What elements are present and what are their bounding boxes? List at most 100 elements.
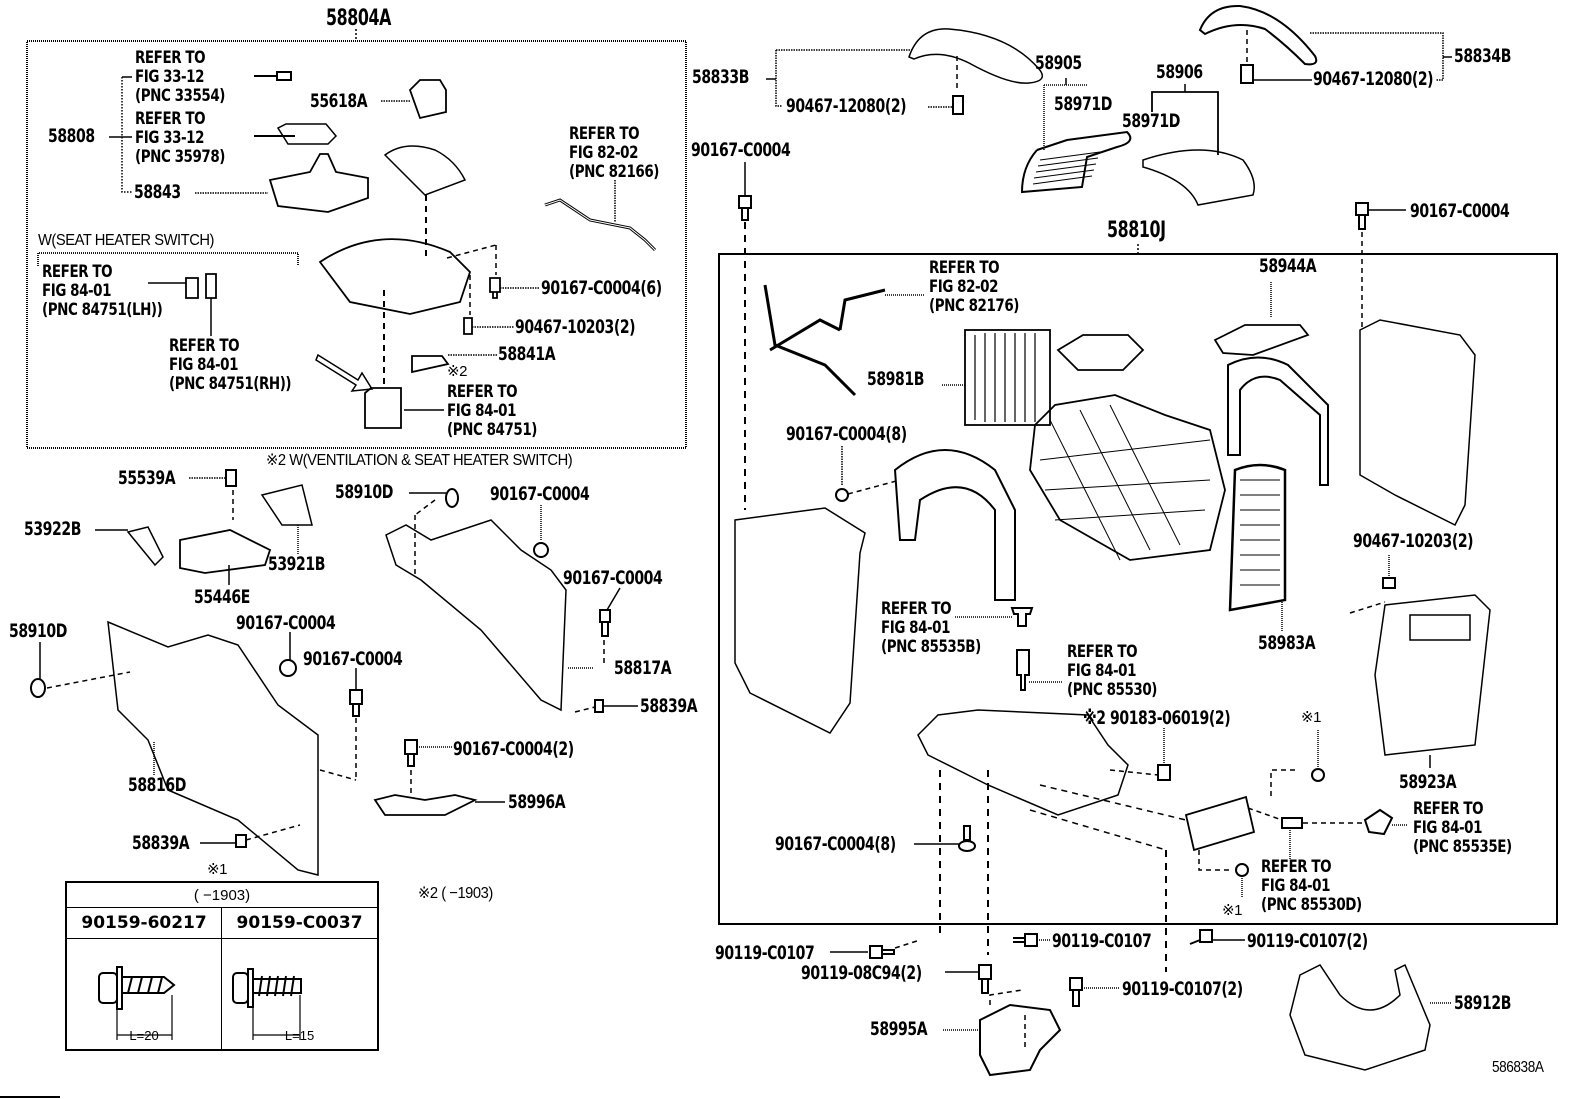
refer-line: REFER TO — [447, 382, 518, 402]
refer-fig-82-02-pnc-82166[interactable]: REFER TO FIG 82-02 (PNC 82166) — [569, 125, 659, 182]
refer-line: REFER TO — [135, 109, 206, 129]
screw-label-90119-08C94-2[interactable]: 90119-08C94(2) — [801, 962, 922, 984]
part-label-58912B[interactable]: 58912B — [1454, 992, 1511, 1014]
refer-fig-33-12-pnc-33554[interactable]: REFER TO FIG 33-12 (PNC 33554) — [135, 49, 225, 106]
refer-fig: FIG 33-12 — [135, 67, 205, 87]
refer-fig-84-01-pnc-84751[interactable]: REFER TO FIG 84-01 (PNC 84751) — [447, 383, 537, 440]
part-label-58981B[interactable]: 58981B — [867, 368, 924, 390]
part-label-58983A[interactable]: 58983A — [1258, 632, 1316, 654]
bolt-label-90167-C0004-6[interactable]: 90167-C0004(6) — [541, 277, 662, 299]
bolt-label-90167-C0004[interactable]: 90167-C0004 — [236, 612, 336, 634]
part-label-58808[interactable]: 58808 — [48, 125, 95, 147]
screw-label-90119-C0107[interactable]: 90119-C0107 — [1052, 930, 1152, 952]
refer-line: REFER TO — [881, 599, 952, 619]
refer-fig-84-01-pnc-84751-rh[interactable]: REFER TO FIG 84-01 (PNC 84751(RH)) — [169, 336, 292, 394]
refer-line: REFER TO — [569, 124, 640, 144]
part-label-58905[interactable]: 58905 — [1035, 52, 1082, 74]
refer-pnc: (PNC 33554) — [135, 86, 225, 106]
bolt-label-90167-C0004[interactable]: 90167-C0004 — [691, 139, 791, 161]
refer-pnc: (PNC 35978) — [135, 147, 225, 167]
part-label-58944A[interactable]: 58944A — [1259, 255, 1317, 277]
bolt-label-90167-C0004-2[interactable]: 90167-C0004(2) — [453, 738, 574, 760]
refer-fig: FIG 84-01 — [881, 618, 951, 638]
screw-label-90119-C0107-2[interactable]: 90119-C0107(2) — [1122, 978, 1243, 1000]
clip-label-90467-12080-2[interactable]: 90467-12080(2) — [786, 95, 907, 117]
refer-fig-84-01-pnc-85530[interactable]: REFER TO FIG 84-01 (PNC 85530) — [1067, 643, 1157, 700]
refer-fig-84-01-pnc-84751-lh[interactable]: REFER TO FIG 84-01 (PNC 84751(LH)) — [42, 262, 163, 320]
part-label-55446E[interactable]: 55446E — [194, 586, 250, 608]
bolt-label-90167-C0004-8[interactable]: 90167-C0004(8) — [775, 833, 896, 855]
refer-line: REFER TO — [42, 262, 113, 282]
refer-fig: FIG 82-02 — [929, 277, 999, 297]
part-label-58843[interactable]: 58843 — [134, 181, 181, 203]
refer-line: REFER TO — [1261, 857, 1332, 877]
note-2-ventilation-caption: ※2 W(VENTILATION & SEAT HEATER SWITCH) — [266, 452, 573, 469]
part-label-58910D[interactable]: 58910D — [335, 481, 393, 503]
part-label-55618A[interactable]: 55618A — [310, 90, 368, 112]
screw-cell-2: L=15 — [221, 938, 379, 1051]
grille-hatching — [1032, 151, 1101, 185]
refer-fig-84-01-pnc-85530d[interactable]: REFER TO FIG 84-01 (PNC 85530D) — [1261, 858, 1362, 915]
part-label-53922B[interactable]: 53922B — [24, 518, 81, 540]
part-label-58834B[interactable]: 58834B — [1454, 45, 1511, 67]
refer-fig: FIG 84-01 — [1067, 661, 1137, 681]
clip-label-90467-12080-2[interactable]: 90467-12080(2) — [1313, 68, 1434, 90]
screw-part-90159-60217[interactable]: 90159-60217 — [65, 907, 223, 939]
note-2-date-range: ※2 ( −1903) — [418, 885, 493, 902]
part-label-58839A[interactable]: 58839A — [640, 695, 698, 717]
refer-fig-84-01-pnc-85535b[interactable]: REFER TO FIG 84-01 (PNC 85535B) — [881, 600, 981, 657]
refer-pnc: (PNC 85535E) — [1413, 837, 1512, 857]
refer-pnc: (PNC 85530D) — [1261, 895, 1362, 915]
part-label-53921B[interactable]: 53921B — [268, 553, 325, 575]
refer-pnc: (PNC 84751) — [447, 420, 537, 440]
bolt-label-90167-C0004[interactable]: 90167-C0004 — [303, 648, 403, 670]
refer-pnc: (PNC 85530) — [1067, 680, 1157, 700]
refer-fig-33-12-pnc-35978[interactable]: REFER TO FIG 33-12 (PNC 35978) — [135, 110, 225, 167]
screw-part-90159-C0037[interactable]: 90159-C0037 — [221, 907, 379, 939]
part-label-58996A[interactable]: 58996A — [508, 791, 566, 813]
screw-length-1: L=20 — [129, 1028, 159, 1043]
bolt-label-90167-C0004[interactable]: 90167-C0004 — [490, 483, 590, 505]
refer-fig: FIG 84-01 — [169, 355, 239, 375]
part-label-58906[interactable]: 58906 — [1156, 61, 1203, 83]
part-label-55539A[interactable]: 55539A — [118, 467, 176, 489]
screw-cell-1: L=20 — [65, 938, 223, 1051]
bolt-label-90167-C0004-8[interactable]: 90167-C0004(8) — [786, 423, 907, 445]
clip-label-90467-10203-2[interactable]: 90467-10203(2) — [1353, 530, 1474, 552]
refer-pnc: (PNC 82176) — [929, 296, 1019, 316]
bolt-label-90167-C0004[interactable]: 90167-C0004 — [1410, 200, 1510, 222]
refer-fig: FIG 84-01 — [1413, 818, 1483, 838]
refer-line: REFER TO — [169, 336, 240, 356]
part-label-58841A[interactable]: 58841A — [498, 343, 556, 365]
part-label-58910D[interactable]: 58910D — [9, 620, 67, 642]
refer-pnc: (PNC 84751(LH)) — [42, 300, 163, 320]
assembly-label-58810J[interactable]: 58810J — [1107, 218, 1166, 243]
refer-line: REFER TO — [1067, 642, 1138, 662]
clip-label-90183-06019-2[interactable]: ※2 90183-06019(2) — [1083, 707, 1231, 729]
part-label-58816D[interactable]: 58816D — [128, 774, 186, 796]
part-label-58839A[interactable]: 58839A — [132, 832, 190, 854]
refer-fig-84-01-pnc-85535e[interactable]: REFER TO FIG 84-01 (PNC 85535E) — [1413, 800, 1512, 857]
part-label-58833B[interactable]: 58833B — [692, 66, 749, 88]
part-label-58971D[interactable]: 58971D — [1122, 110, 1180, 132]
screw-label-90119-C0107-2[interactable]: 90119-C0107(2) — [1247, 930, 1368, 952]
clip-label-90467-10203-2[interactable]: 90467-10203(2) — [515, 316, 636, 338]
diagram-id-code: 586838A — [1492, 1059, 1544, 1076]
part-label-58995A[interactable]: 58995A — [870, 1018, 928, 1040]
bolt-label-90167-C0004[interactable]: 90167-C0004 — [563, 567, 663, 589]
screw-label-90119-C0107[interactable]: 90119-C0107 — [715, 942, 815, 964]
screw-table-header: ( −1903) — [65, 881, 379, 908]
refer-fig: FIG 84-01 — [447, 401, 517, 421]
refer-fig-82-02-pnc-82176[interactable]: REFER TO FIG 82-02 (PNC 82176) — [929, 259, 1019, 316]
part-label-58923A[interactable]: 58923A — [1399, 771, 1457, 793]
note-mark-1: ※1 — [1301, 709, 1321, 726]
refer-fig: FIG 84-01 — [42, 281, 112, 301]
refer-fig: FIG 33-12 — [135, 128, 205, 148]
part-label-58971D[interactable]: 58971D — [1054, 93, 1112, 115]
assembly-label-58804A[interactable]: 58804A — [326, 6, 391, 31]
refer-line: REFER TO — [929, 258, 1000, 278]
part-label-58817A[interactable]: 58817A — [614, 657, 672, 679]
refer-pnc: (PNC 82166) — [569, 162, 659, 182]
